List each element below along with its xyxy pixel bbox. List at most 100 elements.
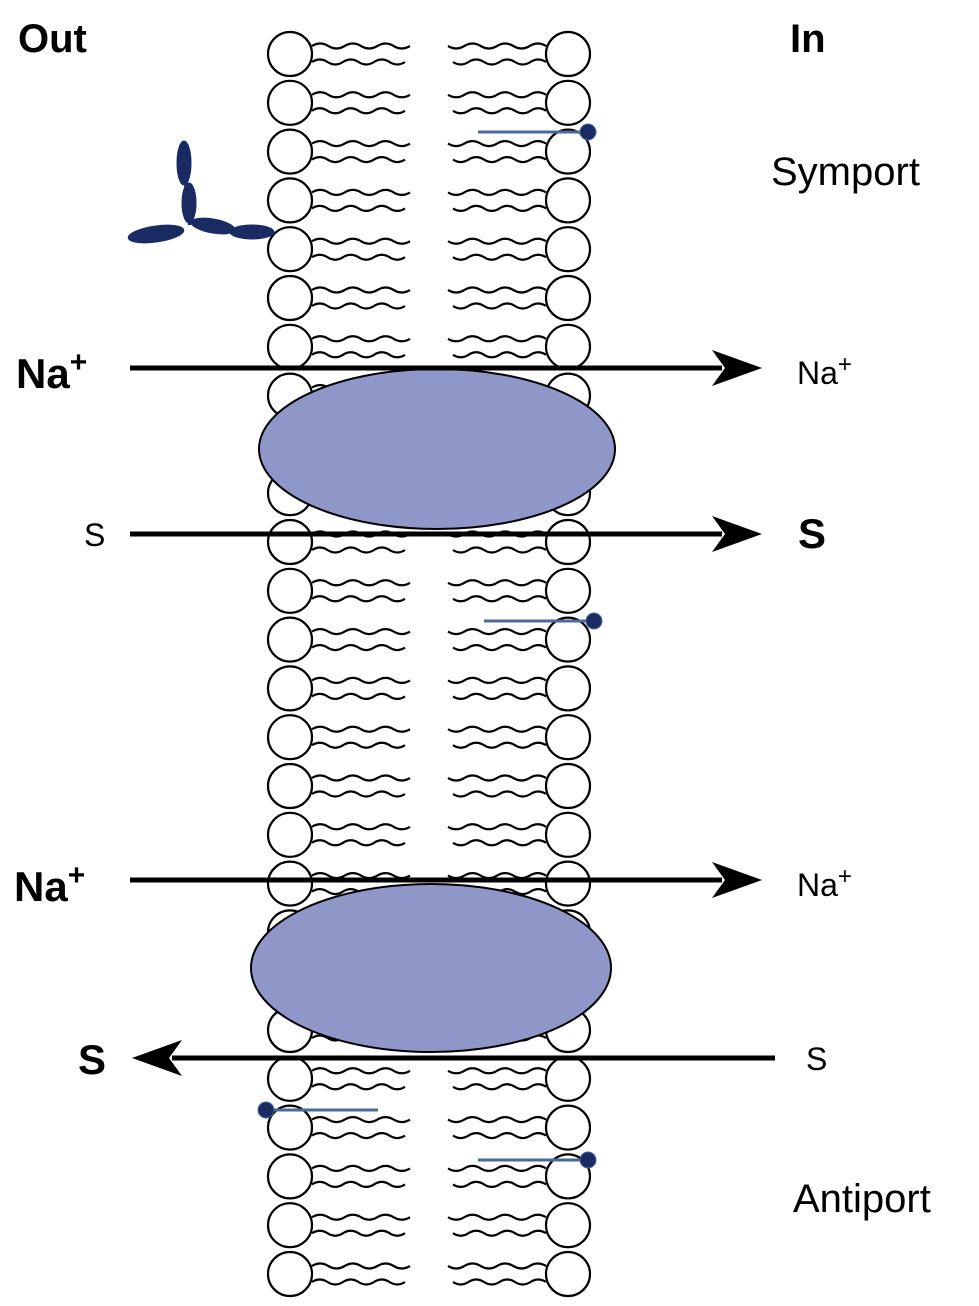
phospholipid-tail [312, 792, 405, 797]
phospholipid-head [546, 715, 590, 759]
phospholipid-tail [448, 873, 546, 878]
in-label: In [790, 17, 826, 61]
glycolipid-icon [127, 141, 274, 246]
phospholipid-tail [448, 141, 546, 146]
phospholipid-tail [312, 645, 405, 650]
phospholipid-head [268, 81, 312, 125]
phospholipid-tail [453, 108, 546, 113]
phospholipid-head [268, 178, 312, 222]
phospholipid-head [268, 1154, 312, 1198]
phospholipid-tail [448, 629, 546, 634]
phospholipid-tail [448, 288, 546, 293]
symport-label: Symport [771, 150, 920, 194]
phospholipid-tail [448, 44, 546, 49]
phospholipid-tail [312, 304, 405, 309]
phospholipid-head [268, 569, 312, 613]
phospholipid-tail [312, 580, 410, 585]
phospholipid-head [546, 520, 590, 564]
phospholipid-tail [312, 824, 410, 829]
phospholipid-tail [312, 1133, 405, 1138]
phospholipid-tail [453, 1280, 546, 1285]
phospholipid-head [268, 618, 312, 662]
phospholipid-head [268, 32, 312, 76]
phospholipid-tail [312, 548, 405, 553]
phospholipid-tail [453, 792, 546, 797]
phospholipid-tail [312, 1215, 410, 1220]
phospholipid-tail [448, 92, 546, 97]
antiport-carrier-protein [251, 884, 611, 1052]
phospholipid-tail [312, 108, 405, 113]
phospholipid-head [546, 1203, 590, 1247]
phospholipid-head [268, 813, 312, 857]
phospholipid-tail [312, 255, 405, 260]
phospholipid-tail [312, 1117, 410, 1122]
phospholipid-tail [312, 678, 410, 683]
phospholipid-tail [453, 1133, 546, 1138]
phospholipid-head [268, 1057, 312, 1101]
phospholipid-tail [312, 743, 405, 748]
phospholipid-tail [312, 336, 410, 341]
phospholipid-head [268, 862, 312, 906]
phospholipid-head [268, 715, 312, 759]
phospholipid-tail [448, 239, 546, 244]
phospholipid-tail [448, 190, 546, 195]
phospholipid-tail [448, 1117, 546, 1122]
phospholipid-tail [312, 157, 405, 162]
phospholipid-head [546, 618, 590, 662]
phospholipid-tail [453, 596, 546, 601]
phospholipid-tail [448, 727, 546, 732]
phospholipid-tail [453, 548, 546, 553]
phospholipid-tail [448, 580, 546, 585]
phospholipid-head [546, 178, 590, 222]
phospholipid-head [546, 81, 590, 125]
phospholipid-head [546, 1252, 590, 1296]
phospholipid-tail [453, 157, 546, 162]
phospholipid-head [546, 276, 590, 320]
phospholipid-tail [453, 1084, 546, 1089]
phospholipid-head [268, 764, 312, 808]
antiport-na-in-label: Na+ [797, 863, 852, 903]
phospholipid-tail [312, 1084, 405, 1089]
phospholipid-tail [312, 239, 410, 244]
phospholipid-tail [312, 1182, 405, 1187]
phospholipid-head [546, 666, 590, 710]
phospholipid-tail [453, 1182, 546, 1187]
phospholipid-tail [453, 206, 546, 211]
phospholipid-head [268, 1252, 312, 1296]
phospholipid-tail [312, 776, 410, 781]
phospholipid-tail [312, 727, 410, 732]
antiport-label: Antiport [793, 1177, 931, 1221]
phospholipid-tail [448, 824, 546, 829]
antiport-s-out-label: S [78, 1036, 106, 1083]
phospholipid-head [268, 130, 312, 174]
phospholipid-head [546, 862, 590, 906]
phospholipid-tail [312, 1280, 405, 1285]
phospholipid-head [546, 227, 590, 271]
phospholipid-tail [453, 694, 546, 699]
phospholipid-tail [312, 1068, 410, 1073]
phospholipid-tail [312, 840, 405, 845]
phospholipid-tail [312, 288, 410, 293]
phospholipid-tail [312, 1231, 405, 1236]
phospholipid-tail [312, 60, 405, 65]
phospholipid-tail [312, 596, 405, 601]
phospholipid-tail [312, 44, 410, 49]
phospholipid-tail [312, 629, 410, 634]
symport-carrier-protein [259, 369, 615, 529]
phospholipid-tail [312, 92, 410, 97]
phospholipid-head [546, 813, 590, 857]
phospholipid-tail [448, 1166, 546, 1171]
phospholipid-tail [448, 1264, 546, 1269]
phospholipid-tail [312, 1264, 410, 1269]
phospholipid-tail [312, 352, 405, 357]
phospholipid-head [268, 325, 312, 369]
phospholipid-tail [312, 206, 405, 211]
phospholipid-tail [453, 352, 546, 357]
phospholipid-tail [453, 304, 546, 309]
phospholipid-head [546, 1106, 590, 1150]
phospholipid-head [546, 1057, 590, 1101]
phospholipid-tail [312, 694, 405, 699]
antiport-na-out-label: Na+ [14, 859, 85, 910]
phospholipid-tail [312, 141, 410, 146]
